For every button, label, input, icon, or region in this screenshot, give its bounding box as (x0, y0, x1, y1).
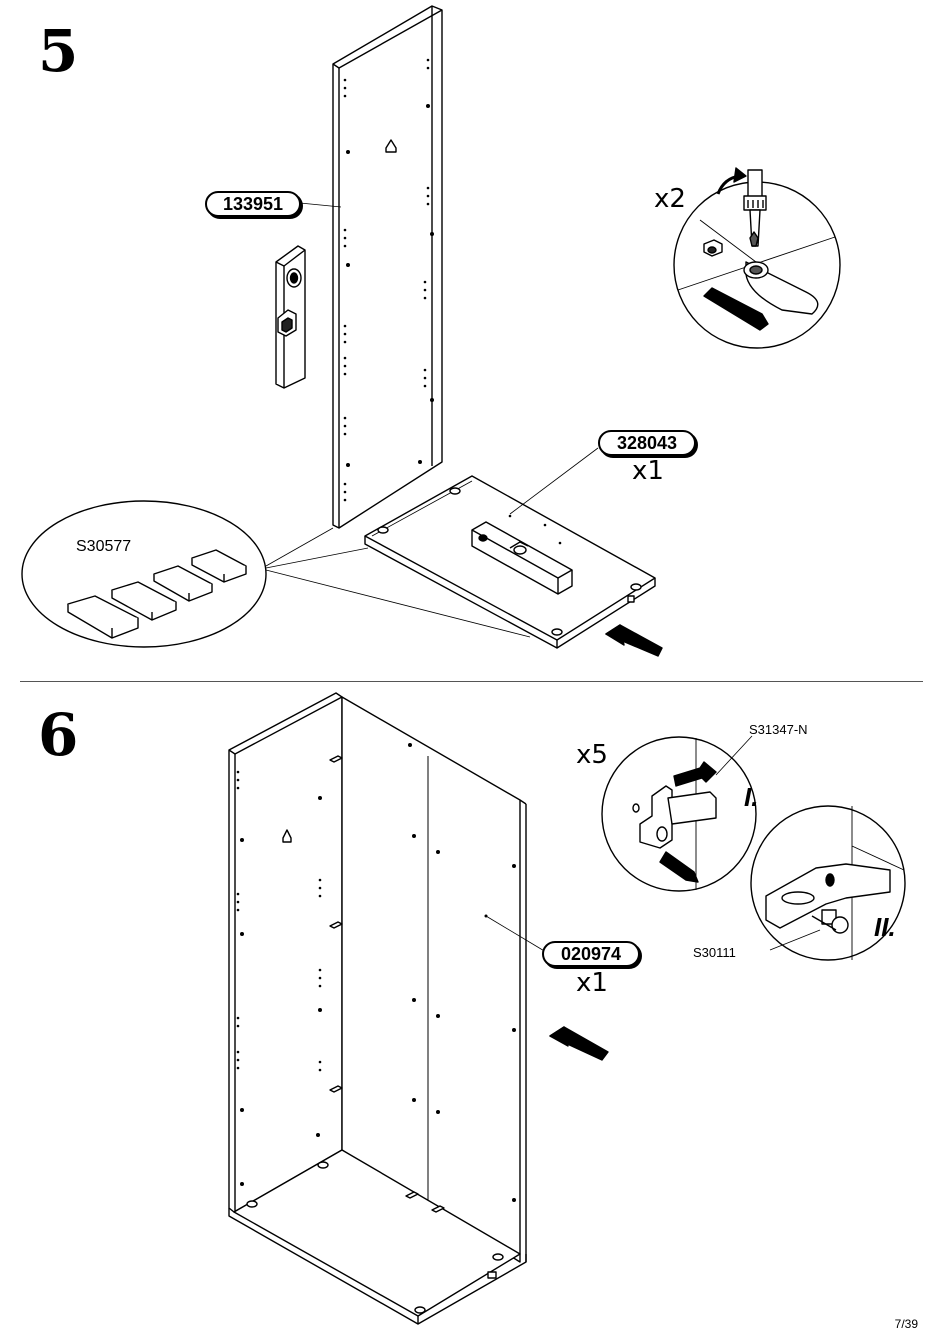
bracket-detail-2 (750, 805, 906, 961)
step-number-5: 5 (38, 17, 78, 85)
bracket-detail-1 (601, 735, 757, 892)
side-panel-133951 (299, 5, 443, 529)
quantity-back: x1 (576, 968, 608, 998)
page-number: 7/39 (894, 1317, 918, 1331)
cabinet-carcass (228, 692, 547, 1325)
sub-step-2: II. (874, 912, 896, 942)
quantity-bottom: x1 (632, 456, 664, 486)
quantity-x5: x5 (576, 740, 608, 770)
pads-ref: S30577 (76, 538, 132, 555)
part-label-side: 133951 (205, 191, 301, 217)
pads-callout (21, 500, 531, 648)
quantity-x2: x2 (654, 184, 686, 214)
wall-bracket-rail (275, 245, 306, 389)
sub-step-1: I. (744, 782, 759, 812)
bracket-ref: S31347-N (749, 722, 808, 737)
part-label-back: 020974 (542, 941, 640, 967)
screwdriver-detail (673, 167, 841, 349)
step-number-6: 6 (38, 701, 78, 769)
bottom-panel-328043 (364, 447, 656, 649)
screw-ref: S30111 (693, 945, 736, 960)
part-label-bottom: 328043 (598, 430, 696, 456)
step-divider (20, 681, 923, 682)
